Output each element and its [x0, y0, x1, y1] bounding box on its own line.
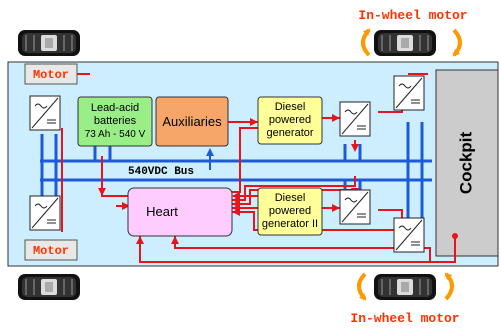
- generator-2-box: [257, 187, 323, 236]
- batteries-label-line-2: batteries: [94, 115, 137, 127]
- batteries-label-line-3: 73 Ah - 540 V: [85, 129, 146, 140]
- generator-2-label-line-1: Diesel: [275, 192, 306, 204]
- bus-label: 540VDC Bus: [128, 166, 194, 178]
- inwheel-motor-bottom-label: In-wheel motor: [350, 311, 459, 326]
- generator-2-label-line-2: powered: [269, 205, 311, 217]
- dc-bus-lines: [40, 122, 432, 218]
- batteries-box: [77, 96, 153, 147]
- heart-box: [127, 187, 233, 237]
- cockpit-label: Cockpit: [456, 131, 475, 194]
- cockpit-connection-dot: [452, 233, 458, 239]
- cockpit-box: [435, 69, 499, 257]
- wheel-front-right: [373, 29, 437, 57]
- wheel-front-left: [17, 29, 81, 57]
- motor-top-left-label: Motor: [33, 68, 69, 82]
- rotation-arrow-icon: [452, 28, 462, 57]
- generator-1-label-line-2: powered: [269, 114, 311, 126]
- generator-2-label-line-3: generator II: [262, 218, 318, 230]
- inwheel-motor-top-label: In-wheel motor: [358, 8, 467, 23]
- converter-generator-1: [339, 101, 371, 137]
- generator-1-label-line-3: generator: [266, 127, 313, 139]
- rotation-arrow-icon: [444, 272, 454, 301]
- rotation-arrow-icon: [361, 28, 371, 57]
- generator-1-box: [257, 96, 323, 145]
- wheel-rear-left: [17, 273, 81, 301]
- motor-bottom-left-label: Motor: [33, 244, 69, 258]
- auxiliaries-box: [155, 96, 229, 147]
- wheel-rear-right: [373, 273, 437, 301]
- generator-1-label-line-1: Diesel: [275, 101, 306, 113]
- motor-bottom-left-box: [24, 239, 78, 261]
- batteries-label-line-1: Lead-acid: [91, 102, 139, 114]
- converter-rear-right: [393, 217, 425, 253]
- converter-front-left: [29, 95, 61, 131]
- converter-rear-left: [29, 195, 61, 231]
- converter-generator-2: [339, 189, 371, 225]
- rotation-arrow-icon: [357, 272, 367, 301]
- heart-link-line: [101, 156, 128, 197]
- heart-label: Heart: [146, 204, 178, 219]
- converter-front-right: [393, 75, 425, 111]
- auxiliaries-label: Auxiliaries: [162, 114, 222, 129]
